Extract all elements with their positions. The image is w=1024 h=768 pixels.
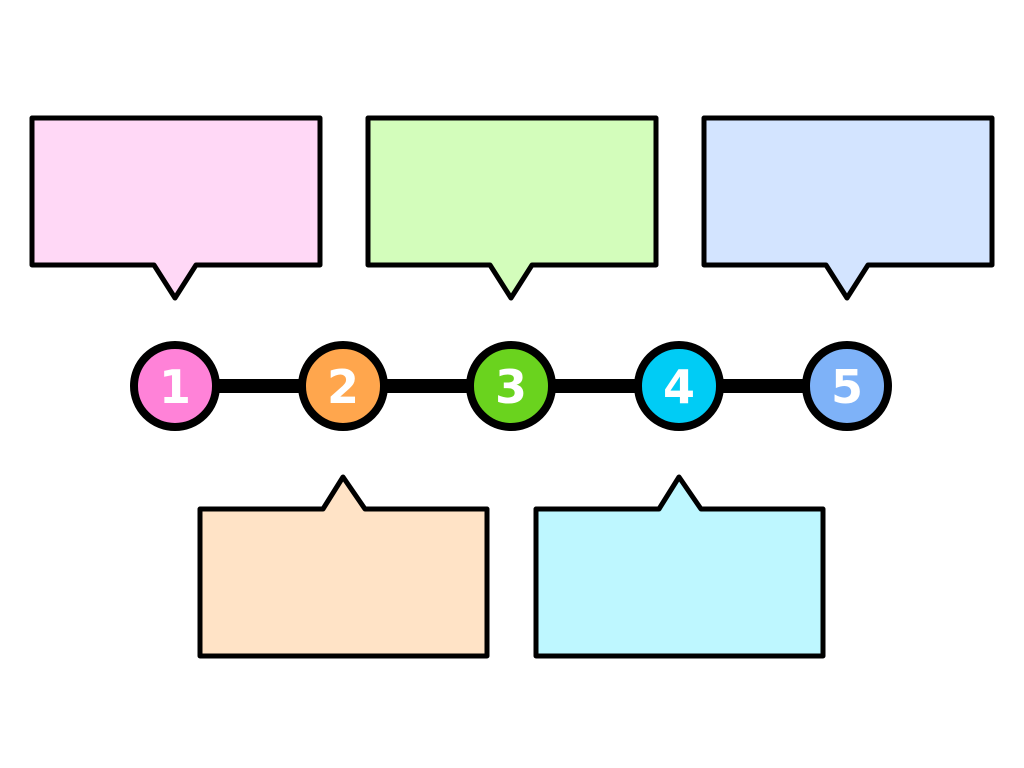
step-3-circle[interactable] [466, 341, 556, 431]
step-5-circle[interactable] [802, 341, 892, 431]
step-1[interactable]: 1 [130, 341, 220, 431]
step-5[interactable]: 5 [802, 341, 892, 431]
callouts [29, 115, 995, 659]
step-1-circle[interactable] [130, 341, 220, 431]
step-2-number: 2 [327, 360, 359, 414]
callout-box-4[interactable] [533, 474, 826, 659]
step-3[interactable]: 3 [466, 341, 556, 431]
step-4-number: 4 [663, 360, 695, 414]
step-3-number: 3 [495, 360, 527, 414]
step-2[interactable]: 2 [298, 341, 388, 431]
step-5-number: 5 [831, 360, 863, 414]
step-1-number: 1 [159, 360, 191, 414]
callout-box-3[interactable] [365, 115, 659, 301]
step-4-circle[interactable] [634, 341, 724, 431]
callout-box-1[interactable] [29, 115, 323, 301]
callout-box-5[interactable] [701, 115, 995, 301]
step-2-circle[interactable] [298, 341, 388, 431]
step-4[interactable]: 4 [634, 341, 724, 431]
callout-box-2[interactable] [197, 474, 490, 659]
step-markers: 1 2 3 4 5 [130, 341, 892, 431]
